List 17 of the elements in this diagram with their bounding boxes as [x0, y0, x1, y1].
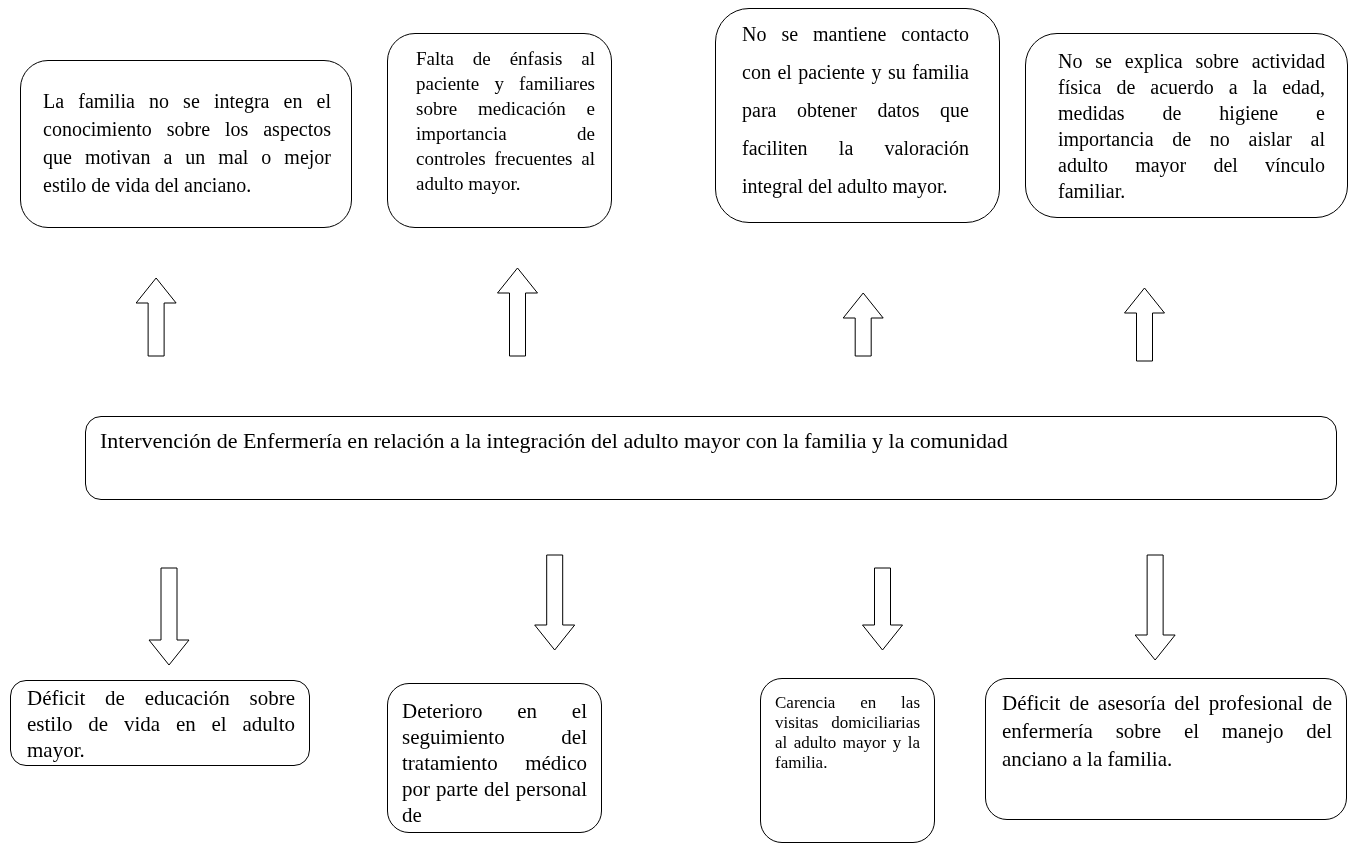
rounded-text-box: Deterioro en el seguimiento del tratamiento médico por parte del personal de	[387, 683, 602, 833]
block-arrow	[1124, 287, 1165, 362]
rounded-text-box: Déficit de asesoría del profesional de enfermería sobre el manejo del anciano a la familia.	[985, 678, 1347, 820]
block-arrow	[862, 567, 903, 651]
block-arrow	[1134, 554, 1176, 661]
block-arrow	[148, 567, 190, 666]
rounded-text-box: Carencia en las visitas domiciliarias al adulto mayor y la familia.	[760, 678, 935, 843]
block-arrow	[497, 267, 538, 357]
rounded-text-box: Falta de énfasis al paciente y familiares sobre medicación e importancia de controles frecuentes al adulto mayor.	[387, 33, 612, 228]
rounded-text-box: Déficit de educación sobre estilo de vida en el adulto mayor.	[10, 680, 310, 766]
block-arrow	[842, 292, 884, 357]
rounded-text-box: La familia no se integra en el conocimiento sobre los aspectos que motivan a un mal o mejor estilo de vida del anciano.	[20, 60, 352, 228]
block-arrow	[534, 554, 576, 651]
rounded-text-box: No se mantiene contacto con el paciente y su familia para obtener datos que faciliten la valoración integral del adulto mayor.	[715, 8, 1000, 223]
rounded-text-box: Intervención de Enfermería en relación a la integración del adulto mayor con la familia y la comunidad	[85, 416, 1337, 500]
rounded-text-box: No se explica sobre actividad física de acuerdo a la edad, medidas de higiene e importancia de no aislar al adulto mayor del vínculo familiar.	[1025, 33, 1348, 218]
block-arrow	[135, 277, 177, 357]
